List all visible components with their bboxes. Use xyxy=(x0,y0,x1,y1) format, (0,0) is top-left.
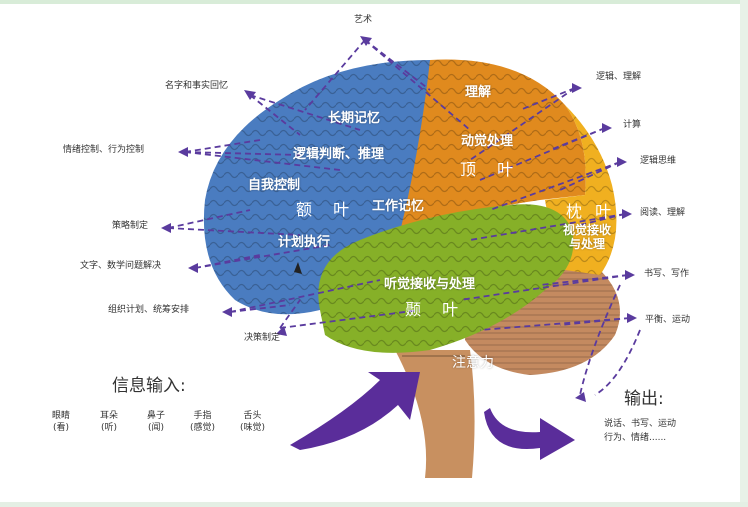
bottom-border xyxy=(0,502,748,507)
parietal-lobe-name: 顶 叶 xyxy=(460,160,522,179)
frontal-lobe-name: 额 叶 xyxy=(296,200,358,219)
connection-lines xyxy=(167,39,641,396)
sense-tongue: 舌头(味觉) xyxy=(240,411,266,434)
sense-ears: 耳朵(听) xyxy=(100,411,119,434)
frontal-plan-execution: 计划执行 xyxy=(278,235,331,250)
label-balance-motion: 平衡、运动 xyxy=(645,315,691,325)
sense-fingers: 手指(感觉) xyxy=(190,411,216,434)
label-strategy: 策略制定 xyxy=(112,221,149,231)
label-write: 书写、写作 xyxy=(644,269,690,279)
label-text-math: 文字、数学问题解决 xyxy=(80,261,162,271)
frontal-self-control: 自我控制 xyxy=(248,178,301,193)
input-title: 信息输入: xyxy=(112,376,186,396)
label-names-facts: 名字和事实回忆 xyxy=(165,81,229,91)
arrowheads xyxy=(161,36,637,402)
temporal-lobe-name: 颞 叶 xyxy=(405,300,467,319)
parietal-understand: 理解 xyxy=(465,85,492,100)
label-calculation: 计算 xyxy=(623,120,642,130)
label-org-plan: 组织计划、统筹安排 xyxy=(108,305,190,315)
output-items-line1: 说话、书写、运动 xyxy=(604,419,677,429)
input-arrow xyxy=(290,372,420,450)
parietal-motion: 动觉处理 xyxy=(461,134,514,149)
frontal-logic-reasoning: 逻辑判断、推理 xyxy=(293,147,385,162)
sense-nose: 鼻子(闻) xyxy=(147,411,166,434)
output-items-line2: 行为、情绪...... xyxy=(604,433,667,443)
right-border xyxy=(740,0,748,507)
occipital-vision: 视觉接收 与处理 xyxy=(563,223,612,251)
output-arrow xyxy=(484,408,575,460)
label-decision: 决策制定 xyxy=(244,333,281,343)
label-emotion-behavior: 情绪控制、行为控制 xyxy=(63,145,145,155)
label-logic-understand: 逻辑、理解 xyxy=(596,72,642,82)
cursor-icon xyxy=(294,262,302,274)
attention-label: 注意力 xyxy=(452,355,494,371)
top-border xyxy=(0,0,748,4)
label-read-understand: 阅读、理解 xyxy=(640,208,686,218)
occipital-lobe-name: 枕 叶 xyxy=(566,202,616,221)
label-art: 艺术 xyxy=(354,15,373,25)
frontal-working-memory: 工作记忆 xyxy=(372,199,425,214)
frontal-long-term-memory: 长期记忆 xyxy=(328,111,381,126)
label-logic-thinking: 逻辑思维 xyxy=(640,156,677,166)
sense-eyes: 眼睛(看) xyxy=(52,411,71,434)
output-title: 输出: xyxy=(624,389,664,409)
temporal-hearing: 听觉接收与处理 xyxy=(384,277,476,292)
